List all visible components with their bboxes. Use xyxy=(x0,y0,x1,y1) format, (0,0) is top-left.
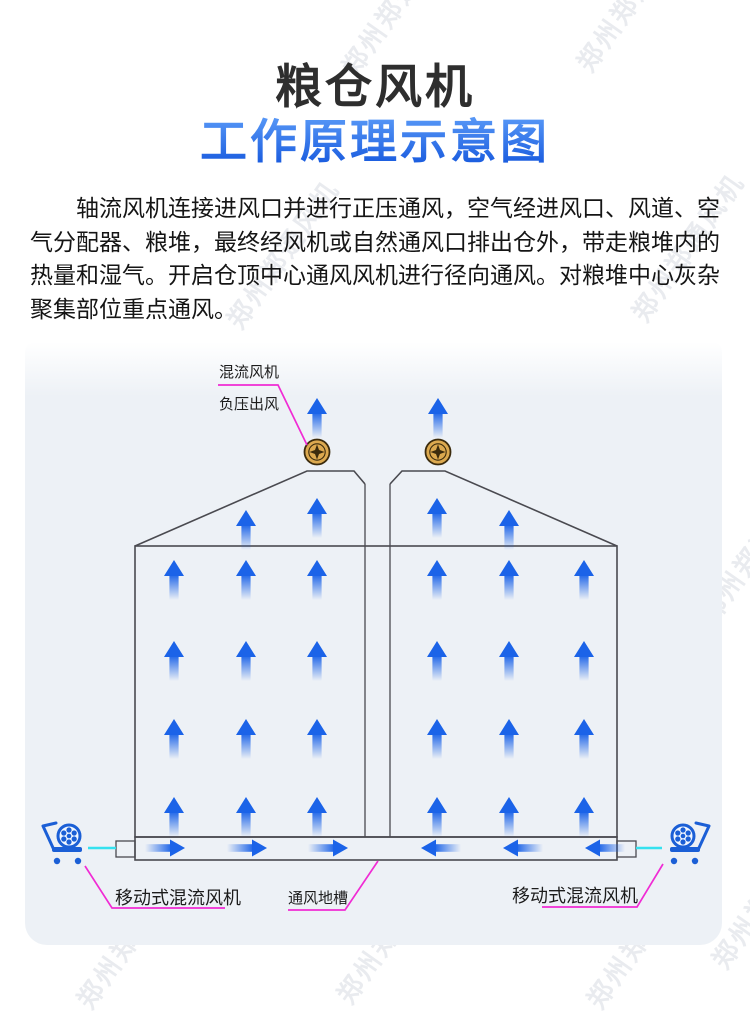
intro-paragraph: 轴流风机连接进风口并进行正压通风，空气经进风口、风道、空 气分配器、粮堆，最终经… xyxy=(30,192,720,326)
label-mobile-fan-right: 移动式混流风机 xyxy=(512,886,638,906)
header: 粮仓风机 工作原理示意图 xyxy=(0,0,750,170)
intro-line-4: 聚集部位重点通风。 xyxy=(30,295,237,322)
intro-line-1: 轴流风机连接进风口并进行正压通风，空气经进风口、风道、空 xyxy=(76,195,720,221)
label-mobile-fan-left: 移动式混流风机 xyxy=(115,888,241,908)
page-title: 粮仓风机 xyxy=(275,60,475,113)
page-subtitle: 工作原理示意图 xyxy=(0,114,750,170)
intro-line-3: 热量和湿气。开启仓顶中心通风风机进行径向通风。对粮堆中心灰杂 xyxy=(30,262,720,288)
intro-line-2: 气分配器、粮堆，最终经风机或自然通风口排出仓外，带走粮堆内的 xyxy=(30,228,720,255)
label-duct: 通风地槽 xyxy=(288,891,349,907)
label-roof-fan-line1: 混流风机 xyxy=(219,365,280,381)
label-roof-fan-line2: 负压出风 xyxy=(219,397,280,413)
diagram-panel xyxy=(25,342,722,945)
